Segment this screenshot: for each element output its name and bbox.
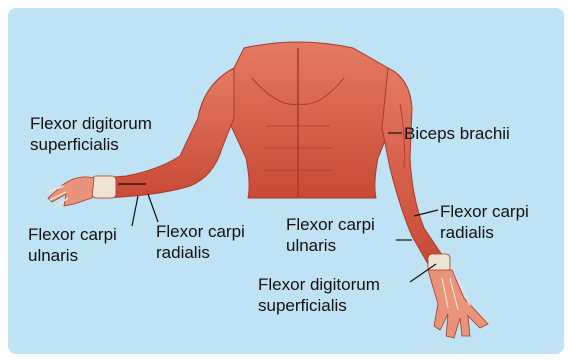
torso-muscles — [227, 42, 394, 198]
label-flexor-carpi-ulnaris-left: Flexor carpi ulnaris — [28, 224, 117, 266]
diagram-panel: Flexor digitorum superficialis Flexor ca… — [8, 8, 564, 354]
label-flexor-digitorum-superficialis-right: Flexor digitorum superficialis — [258, 274, 380, 316]
label-flexor-carpi-radialis-right: Flexor carpi radialis — [440, 201, 529, 243]
right-arm-muscles — [382, 68, 444, 264]
label-biceps-brachii: Biceps brachii — [404, 123, 510, 144]
label-flexor-carpi-ulnaris-right: Flexor carpi ulnaris — [286, 214, 375, 256]
left-hand — [48, 177, 94, 206]
label-flexor-carpi-radialis-left: Flexor carpi radialis — [156, 221, 245, 263]
label-flexor-digitorum-superficialis-left: Flexor digitorum superficialis — [30, 113, 152, 155]
